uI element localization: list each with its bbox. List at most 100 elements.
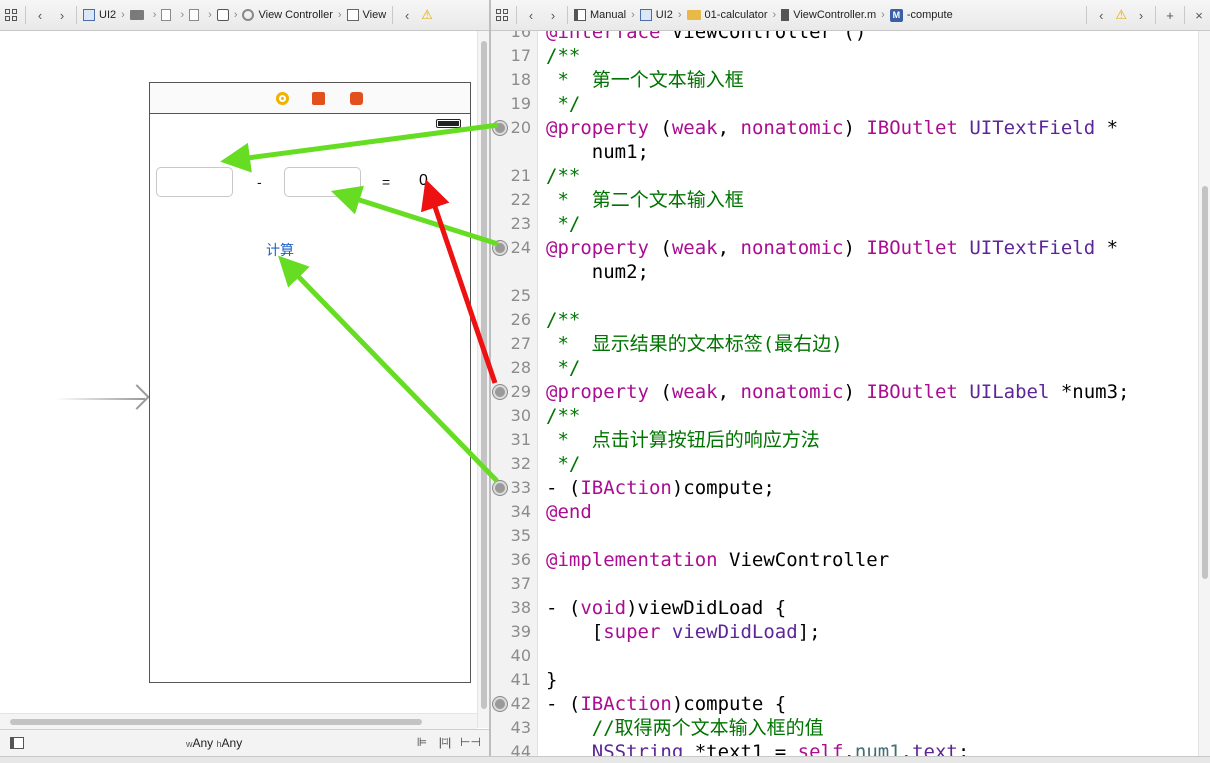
- scrollbar-thumb[interactable]: [481, 41, 487, 709]
- connection-circle-icon[interactable]: [493, 385, 507, 399]
- code-line[interactable]: NSString *text1 = self.num1.text;: [591, 741, 970, 756]
- code-line[interactable]: }: [546, 669, 558, 691]
- code-line[interactable]: */: [546, 453, 581, 475]
- back-button[interactable]: ‹: [37, 7, 43, 23]
- connection-circle-icon[interactable]: [493, 481, 507, 495]
- back-button[interactable]: ‹: [528, 7, 534, 23]
- line-number: 29: [510, 382, 531, 401]
- issues-forward-button[interactable]: ›: [1138, 7, 1144, 23]
- crumb-label: View: [362, 9, 387, 21]
- code-line[interactable]: [super viewDidLoad];: [546, 621, 821, 643]
- code-line[interactable]: num2;: [546, 261, 649, 283]
- connection-circle-icon[interactable]: [493, 241, 507, 255]
- code-line[interactable]: /**: [546, 165, 581, 187]
- storyboard-jump-bar: ‹ › UI2 › › › › › View Controller › View…: [0, 0, 489, 31]
- connection-circle-icon[interactable]: [493, 121, 507, 135]
- scrollbar-thumb[interactable]: [1202, 186, 1208, 579]
- height-prefix: h: [216, 739, 222, 749]
- crumb-file[interactable]: [158, 9, 178, 21]
- compute-button[interactable]: 计算: [266, 240, 294, 260]
- connection-circle-icon[interactable]: [493, 697, 507, 711]
- exit-icon[interactable]: [350, 92, 363, 105]
- line-number: 35: [510, 526, 531, 545]
- code-line[interactable]: @implementation ViewController: [546, 549, 890, 571]
- crumb-view[interactable]: View: [344, 9, 390, 21]
- chevron-right-icon: ›: [337, 9, 342, 21]
- view-controller-icon[interactable]: [276, 92, 289, 105]
- jump-bar-separator: [25, 6, 26, 24]
- close-editor-button[interactable]: ×: [1195, 7, 1203, 23]
- issues-back-button[interactable]: ‹: [405, 7, 410, 23]
- code-line[interactable]: */: [546, 213, 581, 235]
- crumb-label: 01-calculator: [704, 9, 768, 21]
- code-line[interactable]: * 显示结果的文本标签(最右边): [546, 333, 843, 355]
- crumb-label: UI2: [99, 9, 117, 21]
- code-line[interactable]: @property (weak, nonatomic) IBOutlet UIT…: [546, 117, 1119, 139]
- line-number: 41: [510, 670, 531, 689]
- code-line[interactable]: num1;: [546, 141, 649, 163]
- code-line[interactable]: @property (weak, nonatomic) IBOutlet UIL…: [546, 381, 1130, 403]
- line-number: [491, 260, 531, 284]
- crumb-file[interactable]: [186, 9, 206, 21]
- code-line[interactable]: - (IBAction)compute;: [546, 477, 775, 499]
- code-line[interactable]: * 第二个文本输入框: [546, 189, 744, 211]
- code-line[interactable]: * 点击计算按钮后的响应方法: [546, 429, 820, 451]
- resolve-icon[interactable]: ⊢⊣: [460, 735, 481, 749]
- crumb-group[interactable]: 01-calculator: [684, 9, 771, 21]
- code-line[interactable]: /**: [546, 45, 581, 67]
- crumb-method[interactable]: M-compute: [887, 8, 956, 22]
- chevron-right-icon: ›: [180, 9, 185, 21]
- code-line[interactable]: @property (weak, nonatomic) IBOutlet UIT…: [546, 237, 1119, 259]
- first-responder-icon[interactable]: [312, 92, 325, 105]
- code-line[interactable]: - (void)viewDidLoad {: [546, 597, 787, 619]
- line-number: 16: [510, 31, 531, 41]
- canvas-vertical-scrollbar[interactable]: [477, 31, 489, 728]
- canvas-horizontal-scrollbar[interactable]: [0, 713, 477, 729]
- code-line[interactable]: - (IBAction)compute {: [546, 693, 787, 715]
- chevron-right-icon: ›: [631, 9, 635, 21]
- view-controller-scene[interactable]: - = 0 计算: [149, 82, 471, 683]
- num2-text-field[interactable]: [284, 167, 361, 197]
- related-items-grid-icon[interactable]: [0, 4, 22, 26]
- file-icon: [189, 9, 200, 21]
- initial-view-controller-arrow[interactable]: [55, 398, 145, 400]
- forward-button[interactable]: ›: [550, 7, 556, 23]
- add-editor-button[interactable]: +: [1166, 7, 1174, 23]
- crumb-project[interactable]: UI2: [80, 9, 119, 21]
- document-outline-toggle-icon[interactable]: [10, 737, 24, 749]
- crumb-file[interactable]: ViewController.m: [778, 9, 879, 21]
- result-label[interactable]: 0: [419, 172, 428, 189]
- chevron-right-icon: ›: [208, 9, 212, 21]
- crumb-folder[interactable]: [127, 10, 151, 20]
- initial-view-controller-arrow-head: [124, 384, 150, 410]
- code-line[interactable]: * 第一个文本输入框: [546, 69, 744, 91]
- code-line[interactable]: @interface ViewController (): [546, 31, 867, 43]
- related-items-grid-icon[interactable]: [491, 4, 513, 26]
- pin-icon[interactable]: |⌑|: [438, 735, 452, 749]
- debug-area-edge: [0, 756, 1210, 763]
- code-line[interactable]: @end: [546, 501, 592, 523]
- code-line[interactable]: /**: [546, 405, 581, 427]
- file-icon: [161, 9, 172, 21]
- num1-text-field[interactable]: [156, 167, 233, 197]
- crumb-manual[interactable]: Manual: [571, 9, 629, 21]
- code-line[interactable]: //取得两个文本输入框的值: [546, 717, 824, 739]
- issues-back-button[interactable]: ‹: [1099, 7, 1104, 23]
- crumb-project[interactable]: UI2: [637, 9, 676, 21]
- warning-icon[interactable]: ⚠: [421, 7, 433, 22]
- crumb-view-controller[interactable]: View Controller: [239, 9, 335, 21]
- crumb-scene[interactable]: [214, 9, 232, 21]
- code-editor[interactable]: @interface ViewController () /** * 第一个文本输…: [538, 31, 1198, 756]
- jump-bar-separator: [392, 6, 394, 24]
- chevron-right-icon: ›: [772, 9, 777, 21]
- warning-icon[interactable]: ⚠: [1115, 7, 1127, 22]
- forward-button[interactable]: ›: [59, 7, 65, 23]
- code-line[interactable]: */: [546, 93, 581, 115]
- align-icon[interactable]: ⊫: [416, 735, 428, 749]
- code-line[interactable]: /**: [546, 309, 581, 331]
- size-class-selector[interactable]: wAny hAny: [186, 736, 242, 750]
- code-line[interactable]: */: [546, 357, 581, 379]
- scrollbar-thumb[interactable]: [10, 719, 422, 725]
- code-vertical-scrollbar[interactable]: [1198, 31, 1210, 756]
- crumb-label: Manual: [590, 9, 627, 21]
